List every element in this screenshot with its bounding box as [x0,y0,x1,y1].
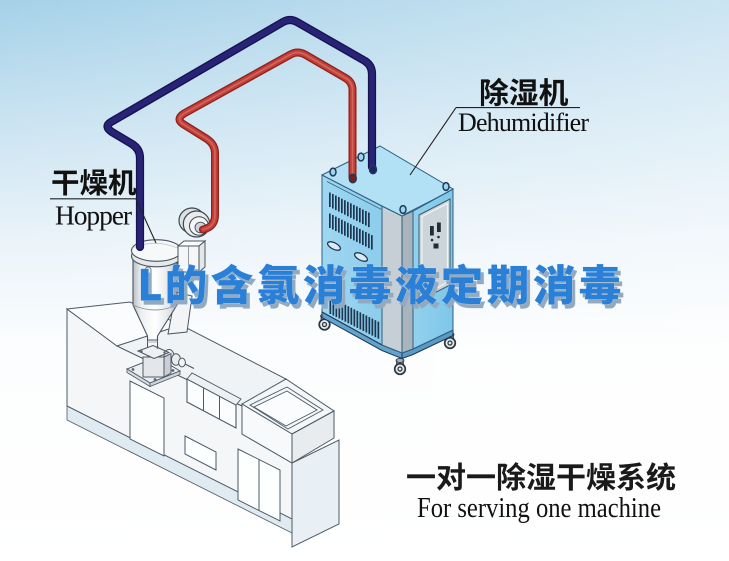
svg-text:For serving one machine: For serving one machine [417,493,661,524]
svg-text:Dehumidifier: Dehumidifier [458,108,589,137]
svg-text:Hopper: Hopper [55,200,132,231]
